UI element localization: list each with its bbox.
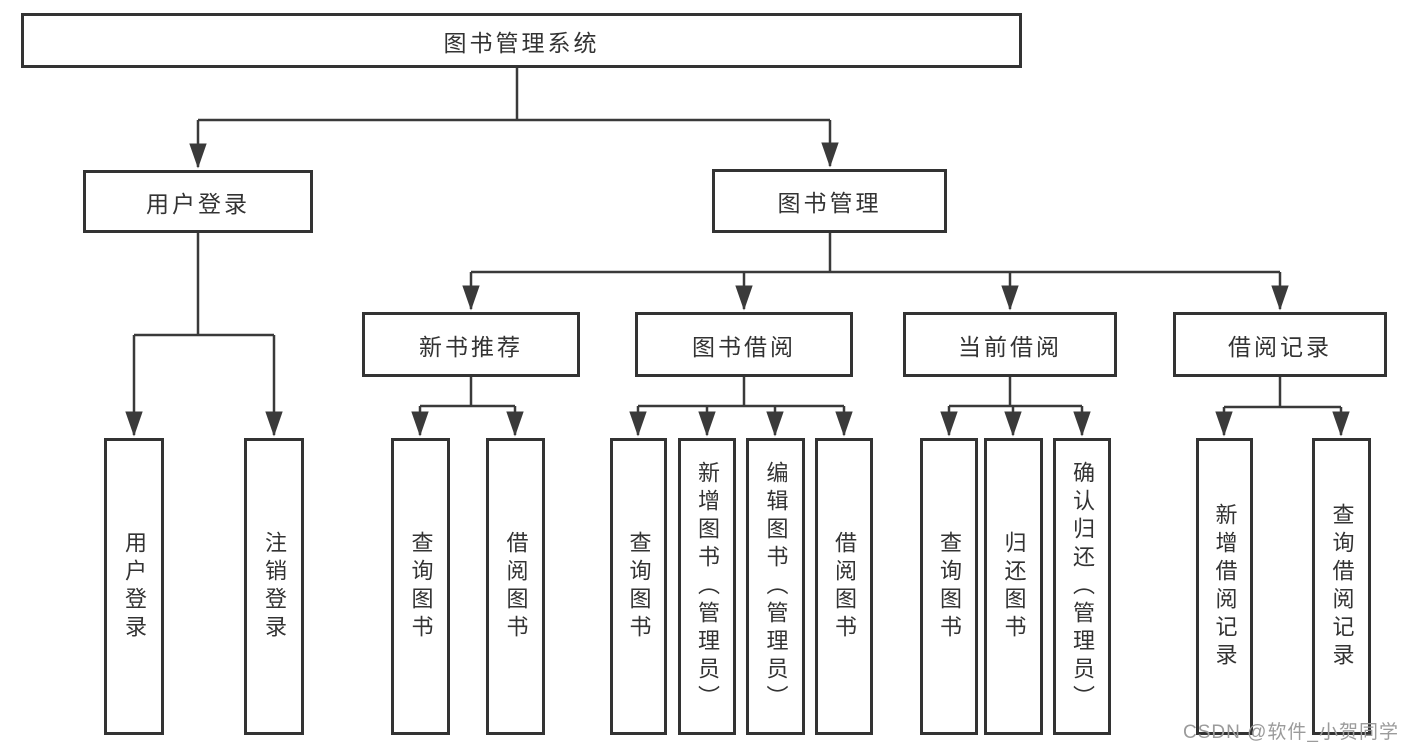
leaf-user-login: 用户登录 xyxy=(104,438,164,735)
leaf-query-books-current-label: 查询图书 xyxy=(937,530,962,643)
node-user-login: 用户登录 xyxy=(83,170,313,233)
leaf-query-books-borrow-label: 查询图书 xyxy=(626,530,652,643)
leaf-borrow-books-recommend-label: 借阅图书 xyxy=(503,530,529,643)
leaf-confirm-return-admin-label: 确认归还（管理员） xyxy=(1070,460,1095,713)
leaf-logout: 注销登录 xyxy=(244,438,304,735)
leaf-add-borrow-record: 新增借阅记录 xyxy=(1196,438,1253,735)
leaf-edit-books-admin: 编辑图书（管理员） xyxy=(746,438,805,735)
node-new-book-recommend: 新书推荐 xyxy=(362,312,580,377)
leaf-logout-label: 注销登录 xyxy=(262,530,287,643)
leaf-user-login-label: 用户登录 xyxy=(122,530,147,643)
leaf-query-books-recommend: 查询图书 xyxy=(391,438,450,735)
leaf-borrow-books-label: 借阅图书 xyxy=(832,530,857,643)
leaf-query-books-current: 查询图书 xyxy=(920,438,978,735)
node-borrow-records: 借阅记录 xyxy=(1173,312,1387,377)
connector-current-borrow-children xyxy=(940,377,1091,437)
leaf-query-borrow-record: 查询借阅记录 xyxy=(1312,438,1371,735)
connector-user-login-children xyxy=(125,233,283,437)
leaf-return-books-label: 归还图书 xyxy=(1001,530,1027,643)
node-current-borrow: 当前借阅 xyxy=(903,312,1117,377)
node-book-management: 图书管理 xyxy=(712,169,947,233)
connector-book-borrow-children xyxy=(629,377,853,437)
connector-borrow-records-children xyxy=(1215,377,1350,437)
connector-new-book-recommend-children xyxy=(411,377,524,437)
node-book-borrow: 图书借阅 xyxy=(635,312,853,377)
node-library-management-system: 图书管理系统 xyxy=(21,13,1022,68)
connector-root-to-level2 xyxy=(189,68,839,169)
leaf-return-books: 归还图书 xyxy=(984,438,1043,735)
leaf-edit-books-admin-label: 编辑图书（管理员） xyxy=(763,460,789,713)
csdn-watermark: CSDN @软件_小贺同学 xyxy=(1183,722,1399,743)
leaf-query-books-recommend-label: 查询图书 xyxy=(408,530,434,643)
leaf-query-books-borrow: 查询图书 xyxy=(610,438,667,735)
leaf-add-borrow-record-label: 新增借阅记录 xyxy=(1212,502,1238,671)
leaf-borrow-books-recommend: 借阅图书 xyxy=(486,438,545,735)
leaf-borrow-books: 借阅图书 xyxy=(815,438,873,735)
leaf-add-books-admin: 新增图书（管理员） xyxy=(678,438,736,735)
leaf-query-borrow-record-label: 查询借阅记录 xyxy=(1329,502,1355,671)
leaf-add-books-admin-label: 新增图书（管理员） xyxy=(695,460,720,713)
connector-book-management-children xyxy=(462,233,1289,311)
leaf-confirm-return-admin: 确认归还（管理员） xyxy=(1053,438,1111,735)
